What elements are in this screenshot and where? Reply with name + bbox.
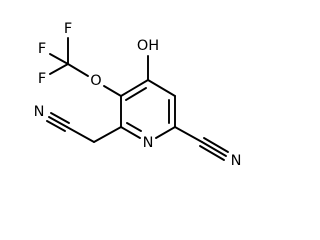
bond-ch2-cn [66,126,95,143]
bond-cn-left-triple-2 [46,120,66,132]
molecule-structure: F F F O OH N N N [34,21,242,169]
atom-n-nitrile-right: N [231,153,242,169]
bond-ring-c3-c4-double [125,87,147,101]
atom-oh: OH [137,38,159,54]
bond-cn-right-triple-2 [203,137,229,153]
bond-cn-right-triple-1 [201,141,227,157]
bond-ring-c4-c5 [147,79,176,97]
bond-ring-n-c2-double [126,122,142,132]
bond-ring-c3-c4 [120,79,149,97]
bond-cn-left-triple-3 [50,112,70,124]
bond-cf3-f-bottom [49,63,69,75]
atom-n-ring: N [143,135,154,151]
bond-c2-ch2 [93,126,122,143]
bond-cn-right-triple-3 [199,145,225,161]
atom-o-ether: O [90,73,101,89]
atom-f-top: F [64,21,72,37]
bond-ring-n-c2 [120,126,141,139]
bond-cf3-f-left [49,53,69,65]
bond-c6-cn [174,126,203,143]
bond-c3-o [103,85,122,97]
bond-cn-left-triple-1 [48,116,68,128]
bond-ring-c6-n [155,126,176,139]
atom-f-bottom: F [38,71,46,87]
atom-f-left: F [38,41,46,57]
bond-o-cf3 [67,63,89,77]
molecule-canvas: F F F O OH N N N [33,21,242,169]
atom-n-nitrile-left: N [34,104,45,120]
